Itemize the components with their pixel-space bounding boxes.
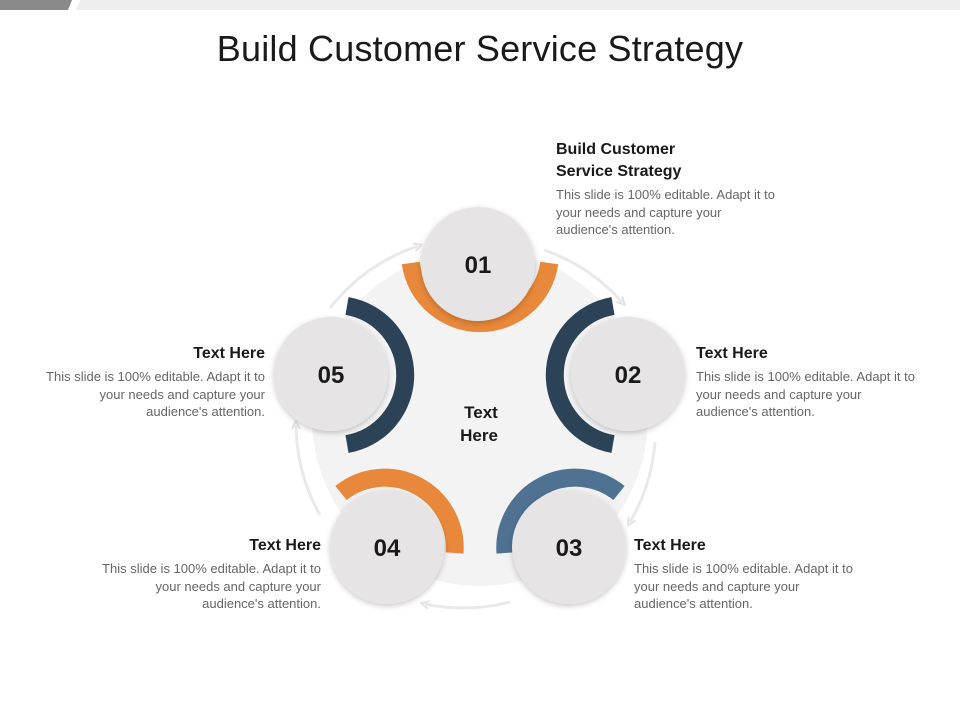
node-circle-04: [330, 490, 444, 604]
node-circle-02: [571, 317, 685, 431]
center-label-line1: Text: [464, 403, 498, 422]
node-number-05: 05: [318, 362, 345, 389]
top-bar-light-segment: [76, 0, 960, 10]
ring-arc-02: [545, 297, 615, 453]
node-circle-03: [512, 490, 626, 604]
text-block-01-title-line2: Service Strategy: [556, 163, 682, 180]
ring-arc-05: [345, 297, 415, 453]
node-circle-01: [421, 207, 535, 321]
node-circle-05: [274, 317, 388, 431]
text-block-04: Text Here This slide is 100% editable. A…: [97, 535, 321, 613]
center-label-line2: Here: [460, 426, 498, 445]
text-block-03: Text Here This slide is 100% editable. A…: [634, 535, 858, 613]
text-block-05: Text Here This slide is 100% editable. A…: [41, 343, 265, 421]
text-block-01: Build Customer Service Strategy This sli…: [556, 139, 780, 239]
node-number-01: 01: [465, 252, 492, 279]
ring-arc-04: [335, 468, 464, 554]
text-block-01-body: This slide is 100% editable. Adapt it to…: [556, 187, 775, 237]
text-block-02-body: This slide is 100% editable. Adapt it to…: [696, 369, 915, 419]
cycle-arrow-3: [425, 602, 511, 608]
text-block-05-body: This slide is 100% editable. Adapt it to…: [46, 369, 265, 419]
cycle-arrow-5: [328, 246, 418, 309]
top-accent-bar: [0, 0, 960, 10]
text-block-01-title-line1: Build Customer: [556, 141, 676, 158]
text-block-04-body: This slide is 100% editable. Adapt it to…: [102, 561, 321, 611]
ring-arc-03: [496, 468, 625, 554]
text-block-03-body: This slide is 100% editable. Adapt it to…: [634, 561, 853, 611]
text-block-05-title: Text Here: [193, 345, 265, 362]
cycle-arrow-1: [543, 248, 622, 302]
cycle-arrow-2: [630, 441, 657, 522]
ring-arc-01: [401, 261, 559, 333]
text-block-03-title: Text Here: [634, 537, 706, 554]
cycle-arrow-4: [296, 425, 322, 516]
text-block-01-title: Build Customer Service Strategy: [556, 139, 780, 183]
node-number-03: 03: [556, 535, 583, 562]
text-block-02: Text Here This slide is 100% editable. A…: [696, 343, 920, 421]
cycle-arrows: [296, 246, 657, 608]
text-block-02-title: Text Here: [696, 345, 768, 362]
top-bar-dark-segment: [0, 0, 72, 10]
node-number-04: 04: [374, 535, 401, 562]
text-block-04-title: Text Here: [249, 537, 321, 554]
page-title: Build Customer Service Strategy: [216, 28, 744, 69]
node-number-02: 02: [615, 362, 642, 389]
